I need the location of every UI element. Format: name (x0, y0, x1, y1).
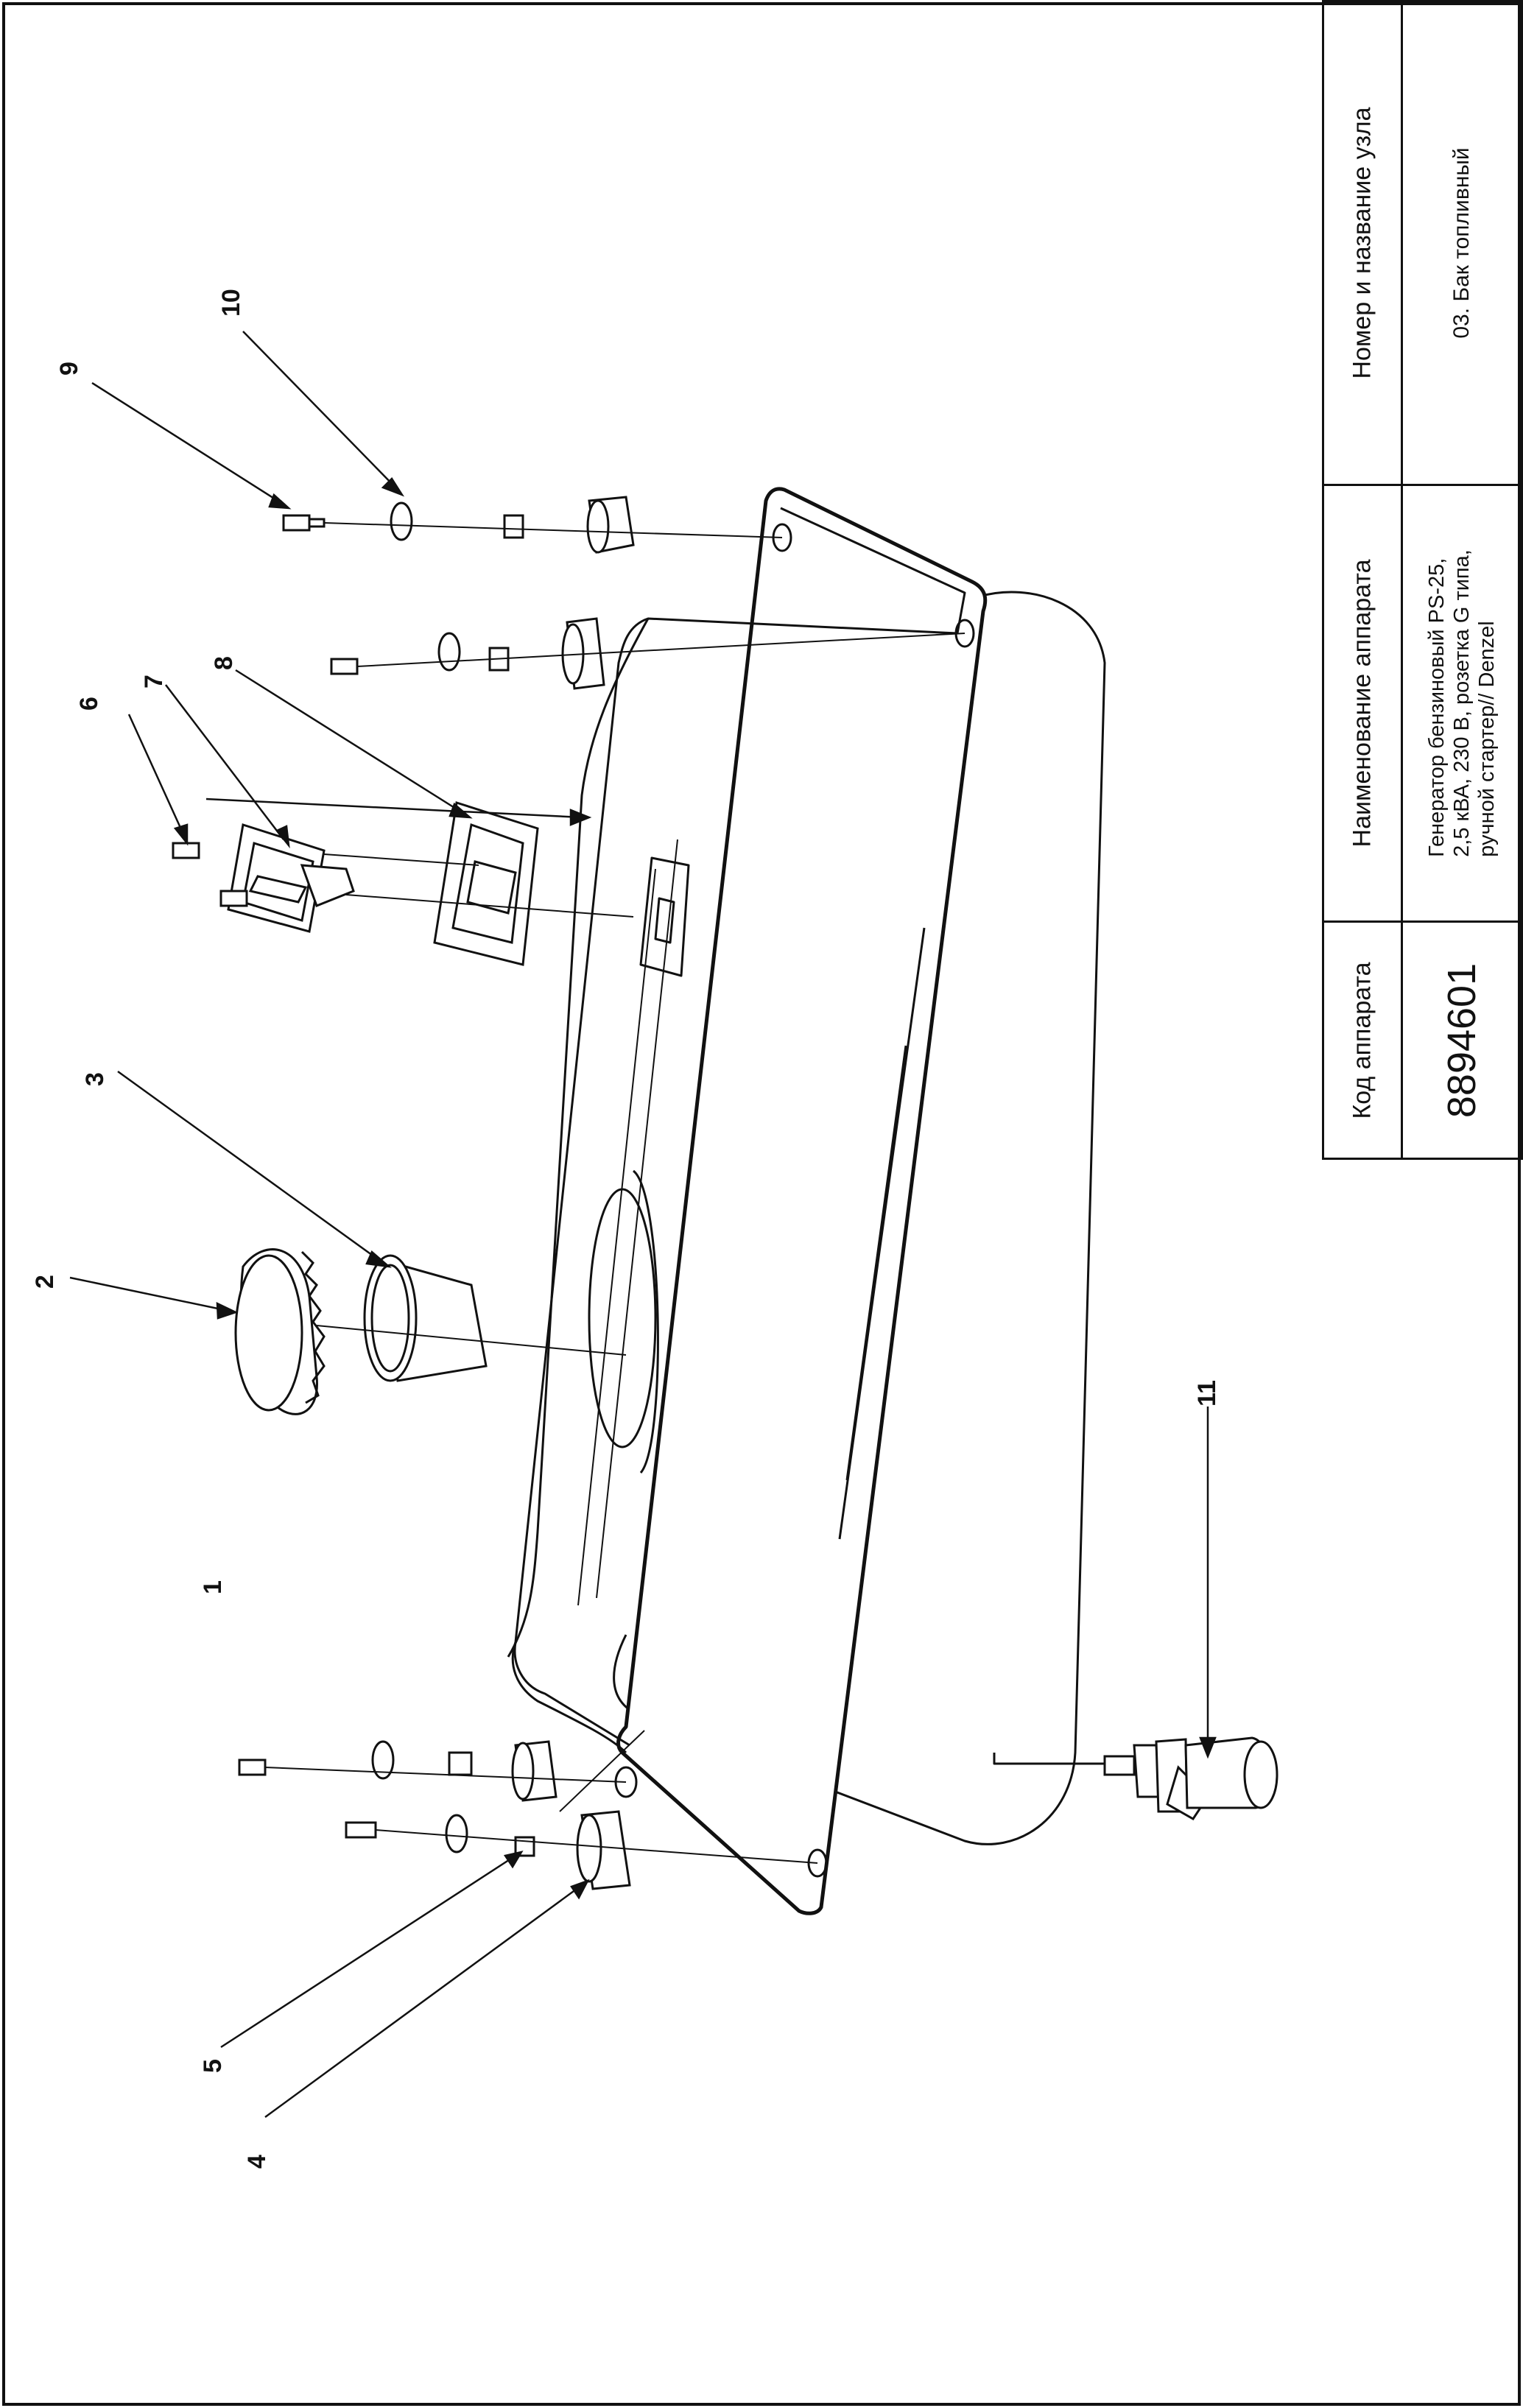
fuel-tap (1103, 1736, 1278, 1820)
device-line-1: Генератор бензиновый PS-25, (1425, 557, 1449, 857)
callout-9: 9 (55, 362, 83, 376)
code-value: 8894601 (1440, 962, 1484, 1118)
device-value: Генератор бензиновый PS-25, 2,5 кВА, 230… (1424, 549, 1499, 857)
fastener-row-bottom-2 (345, 1810, 631, 1890)
assembly-lines (264, 522, 965, 1864)
callout-2: 2 (31, 1275, 59, 1289)
unit-value: 03. Бак топливный (1449, 147, 1474, 339)
unit-header: Номер и название узла (1348, 107, 1376, 379)
callout-1: 1 (199, 1580, 227, 1594)
callout-3: 3 (81, 1072, 109, 1086)
gauge-screws (172, 842, 248, 907)
device-value-cell: Генератор бензиновый PS-25, 2,5 кВА, 230… (1401, 484, 1523, 923)
device-header-cell: Наименование аппарата (1322, 484, 1403, 923)
fuel-gauge (227, 823, 355, 933)
callout-6: 6 (75, 697, 103, 711)
unit-header-cell: Номер и название узла (1322, 0, 1403, 486)
callout-4: 4 (243, 2155, 271, 2169)
filter-strainer (363, 1254, 488, 1382)
callout-11: 11 (1193, 1380, 1221, 1407)
fastener-row-top-2 (330, 617, 605, 690)
fastener-row-top-1 (282, 496, 635, 554)
fuel-tank-body (507, 487, 1106, 1915)
leader-lines (69, 331, 1217, 2119)
gauge-gasket (433, 801, 539, 966)
callout-8: 8 (210, 656, 238, 670)
code-value-cell: 8894601 (1401, 920, 1523, 1160)
device-header: Наименование аппарата (1348, 559, 1376, 848)
unit-value-cell: 03. Бак топливный (1401, 0, 1523, 486)
callout-labels: 1 2 3 4 5 6 7 8 9 10 11 (31, 289, 1221, 2169)
callout-5: 5 (199, 2059, 227, 2073)
callout-10: 10 (217, 289, 245, 317)
filler-cap (234, 1248, 326, 1415)
device-line-3: ручной стартер// Denzel (1475, 621, 1499, 857)
fastener-row-bottom-1 (238, 1740, 558, 1802)
code-header-cell: Код аппарата (1322, 920, 1403, 1160)
title-block: Номер и название узла 03. Бак топливный … (1322, 0, 1523, 1160)
device-line-2: 2,5 кВА, 230 В, розетка G типа, (1450, 549, 1474, 857)
code-header: Код аппарата (1348, 961, 1376, 1119)
callout-7: 7 (140, 675, 168, 689)
